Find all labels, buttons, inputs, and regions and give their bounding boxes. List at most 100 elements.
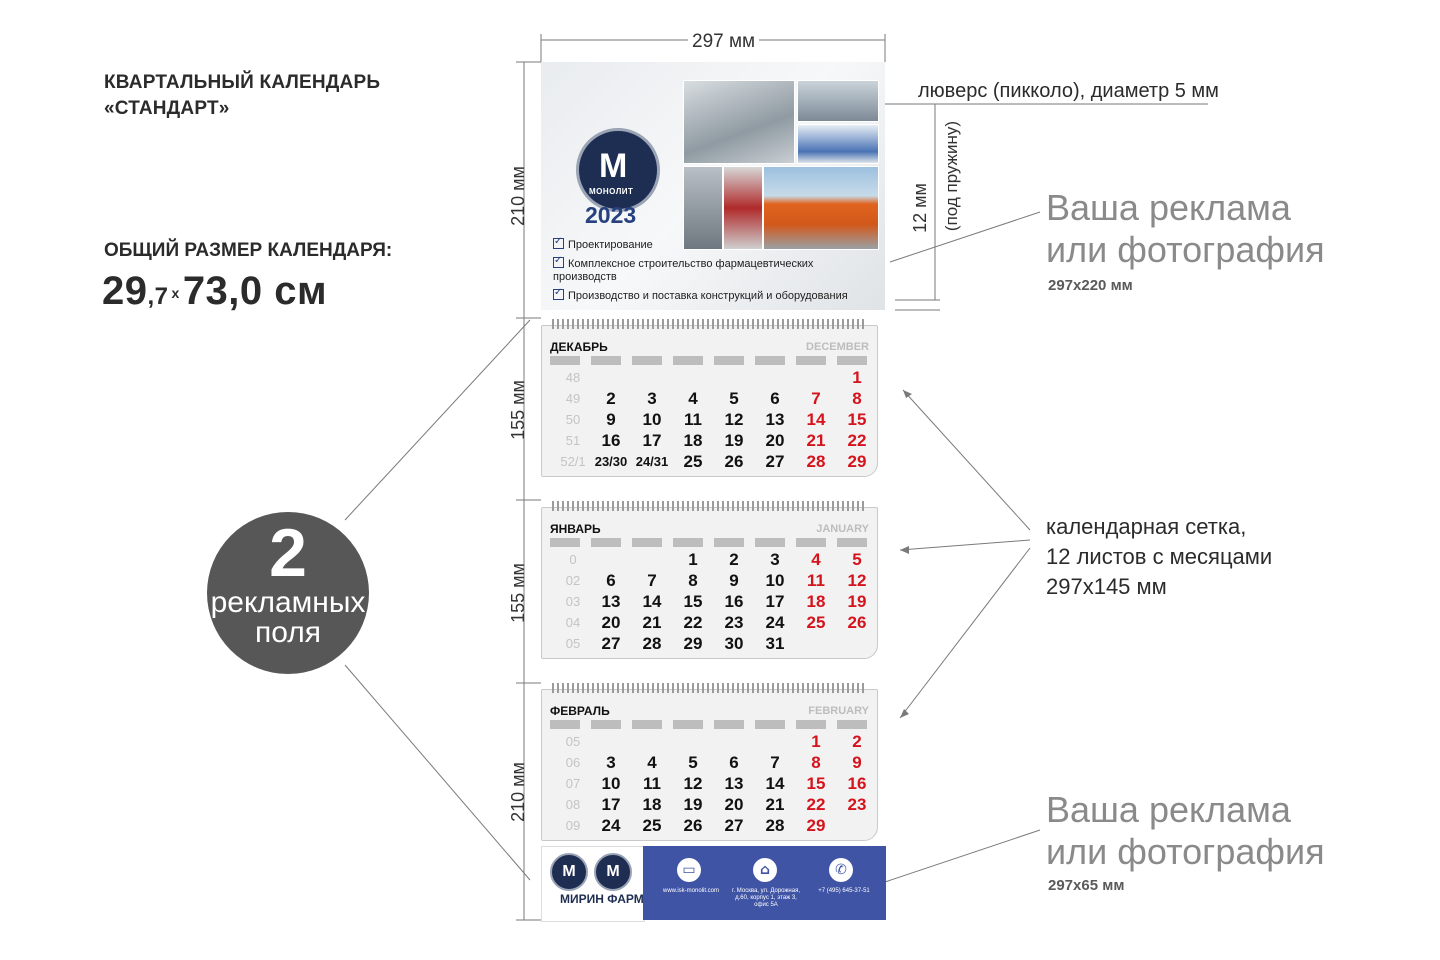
day-cell: 5 (852, 550, 862, 569)
grid-line-1: календарная сетка, (1046, 514, 1247, 539)
day-cell: 16 (724, 592, 744, 611)
day-cell: 22 (683, 613, 703, 632)
sheet2-height-label: 155 мм (508, 563, 528, 623)
week-number: 04 (565, 615, 581, 630)
ad-fields-badge: 2 рекламных поля (207, 512, 369, 674)
spiral-binding (552, 501, 867, 511)
logo-letter: M (599, 147, 628, 185)
day-cell: 12 (683, 774, 703, 793)
day-cell: 23 (847, 795, 867, 814)
day-cell: 30 (724, 634, 744, 653)
day-cell: 3 (770, 550, 780, 569)
month-name-en: FEBRUARY (808, 705, 869, 717)
day-cell: 18 (806, 592, 826, 611)
phone-icon: ✆ (829, 858, 853, 882)
day-cell: 20 (601, 613, 621, 632)
footer-address: г. Москва, ул. Дорожная, д.60, корпус 1,… (732, 888, 800, 908)
home-icon: ⌂ (753, 858, 777, 882)
footer-logos: M M МИРИН ФАРМ (541, 846, 645, 922)
footer-site: www.isk-monolit.com (662, 888, 719, 894)
day-cell: 23 (724, 613, 744, 632)
day-cell: 15 (683, 592, 703, 611)
day-cell: 1 (852, 368, 862, 387)
week-number: 05 (565, 734, 581, 749)
header-ad-panel: M МОНОЛИТ 2023 Проектирование Комплексно… (541, 62, 885, 310)
day-cell: 7 (811, 389, 821, 408)
photo-floorplan (683, 80, 795, 164)
footer-contacts: ▭ ⌂ ✆ www.isk-monolit.com г. Москва, ул.… (643, 846, 886, 920)
day-cell: 21 (642, 613, 662, 632)
day-cell: 27 (765, 452, 785, 471)
day-cell: 17 (765, 592, 785, 611)
day-cell: 10 (765, 571, 785, 590)
day-cell: 2 (729, 550, 739, 569)
day-cell: 4 (647, 753, 657, 772)
month-name: ФЕВРАЛЬ (550, 704, 610, 718)
logo-caption: МОНОЛИТ (589, 187, 634, 196)
ad-bottom-size: 297x65 мм (1048, 877, 1125, 894)
day-cell: 10 (642, 410, 662, 429)
day-cell: 20 (724, 795, 744, 814)
day-cell: 22 (847, 431, 867, 450)
day-cell: 11 (684, 410, 702, 429)
photo-door (683, 166, 723, 250)
day-cell: 2 (606, 389, 616, 408)
day-cell: 24 (601, 816, 621, 835)
day-cell: 27 (601, 634, 621, 653)
week-number: 50 (565, 412, 581, 427)
day-cell: 5 (729, 389, 739, 408)
badge-leader-top (344, 319, 531, 521)
sheet1-height-label: 155 мм (508, 380, 528, 440)
day-cell: 4 (811, 550, 821, 569)
day-cell: 3 (647, 389, 657, 408)
title-line-1: КВАРТАЛЬНЫЙ КАЛЕНДАРЬ (104, 72, 381, 93)
day-cell: 7 (647, 571, 657, 590)
day-cell: 24/31 (635, 454, 669, 469)
day-cell: 13 (601, 592, 621, 611)
day-cell: 27 (724, 816, 744, 835)
grid-line-3: 297x145 мм (1046, 574, 1167, 599)
day-cell: 21 (765, 795, 785, 814)
width-label: 297 мм (688, 32, 760, 52)
day-cell: 19 (724, 431, 744, 450)
footer-phone: +7 (495) 645-37-51 (818, 888, 870, 894)
day-cell: 25 (683, 452, 703, 471)
bullet-3: Производство и поставка конструкций и об… (553, 286, 848, 303)
monolit-logo-small: M (550, 853, 588, 891)
day-cell: 19 (683, 795, 703, 814)
day-cell: 19 (847, 592, 867, 611)
day-cell: 14 (642, 592, 662, 611)
day-cell: 10 (601, 774, 621, 793)
week-number: 09 (565, 818, 581, 833)
size-label: ОБЩИЙ РАЗМЕР КАЛЕНДАРЯ: (104, 240, 393, 261)
week-number: 51 (565, 433, 581, 448)
week-number: 0 (569, 552, 577, 567)
month-name: ДЕКАБРЬ (550, 340, 608, 354)
badge-line-1: рекламных (210, 586, 366, 619)
week-number: 02 (565, 573, 581, 588)
bullet-1: Проектирование (553, 235, 653, 252)
week-number: 06 (565, 755, 581, 770)
day-cell: 25 (642, 816, 662, 835)
ad-bottom-line-1: Ваша реклама (1046, 789, 1291, 830)
day-cell: 31 (765, 634, 785, 653)
photo-building (763, 166, 879, 250)
day-cell: 12 (724, 410, 744, 429)
ad-top-line-2: или фотография (1046, 229, 1325, 270)
checkbox-icon (553, 254, 564, 268)
day-cell: 11 (643, 774, 661, 793)
week-number: 08 (565, 797, 581, 812)
day-cell: 14 (806, 410, 826, 429)
week-number: 48 (565, 370, 581, 385)
grid-line-2: 12 листов с месяцами (1046, 544, 1273, 569)
photo-collage (683, 80, 879, 250)
day-cell: 14 (765, 774, 785, 793)
grommet-label: люверс (пикколо), диаметр 5 мм (918, 80, 1219, 102)
day-cell: 8 (688, 571, 698, 590)
day-cell: 16 (847, 774, 867, 793)
spring-label: 12 мм (910, 183, 930, 233)
day-cell: 12 (847, 571, 867, 590)
day-cell: 28 (765, 816, 785, 835)
